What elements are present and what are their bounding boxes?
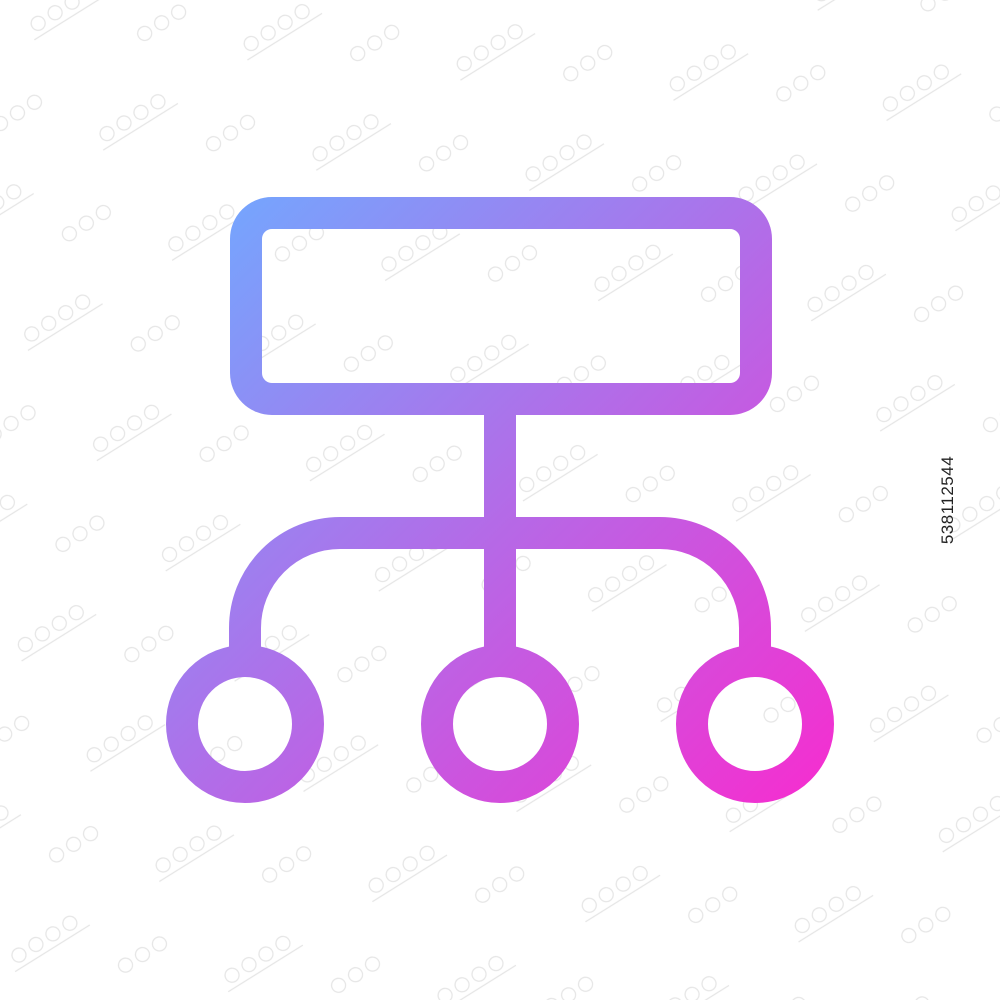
center-child-node	[421, 645, 579, 803]
left-child-node	[166, 645, 324, 803]
right-child-node	[676, 645, 834, 803]
stock-id-text: 538112544	[938, 455, 957, 545]
right-branch-connector	[484, 517, 771, 674]
top-node-box	[230, 197, 772, 415]
left-branch-connector	[229, 517, 516, 674]
